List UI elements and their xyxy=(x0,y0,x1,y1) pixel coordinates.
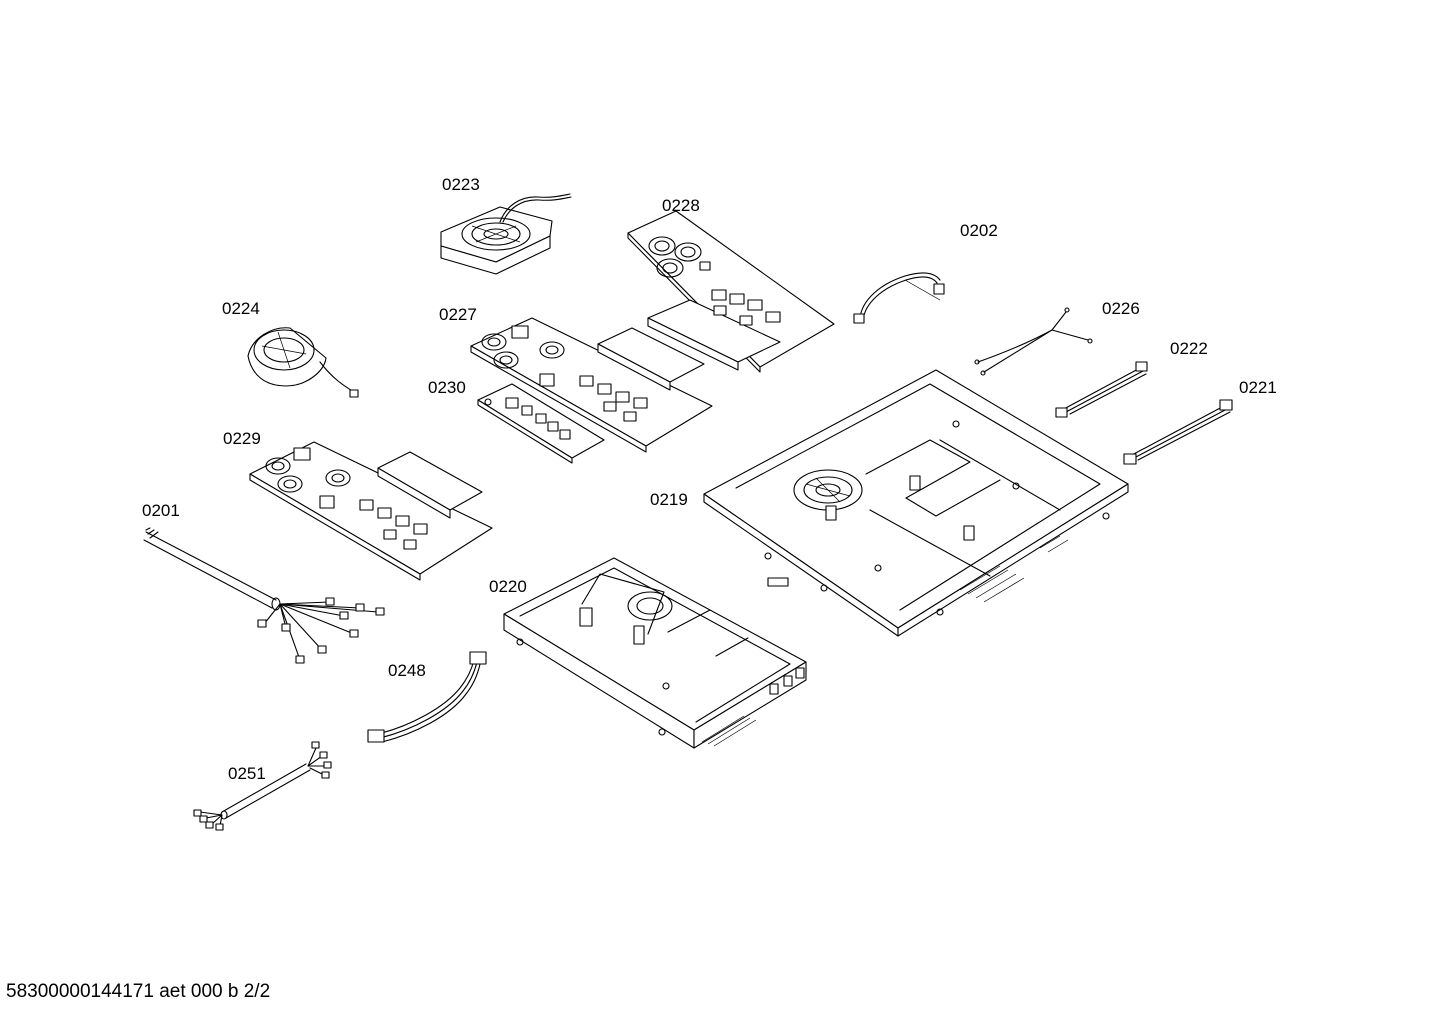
label-0202: 0202 xyxy=(960,221,998,240)
part-0229-board-drawing xyxy=(249,441,493,581)
label-0229: 0229 xyxy=(223,429,261,448)
label-0219: 0219 xyxy=(650,490,688,509)
document-footer-id: 58300000144171 aet 000 b 2/2 xyxy=(6,981,271,1002)
label-0251: 0251 xyxy=(228,764,266,783)
part-0226-sensor-drawing xyxy=(974,307,1093,376)
label-0220: 0220 xyxy=(489,577,527,596)
part-0201-cable-drawing xyxy=(143,527,385,664)
part-0202-wire-drawing xyxy=(853,272,945,324)
label-0221: 0221 xyxy=(1239,378,1277,397)
part-0251-cable-drawing xyxy=(193,741,332,831)
label-0223: 0223 xyxy=(442,175,480,194)
part-0219-housing-drawing xyxy=(703,369,1129,637)
label-0230: 0230 xyxy=(428,378,466,397)
label-0224: 0224 xyxy=(222,299,260,318)
part-0224-fan-drawing xyxy=(247,327,359,398)
part-0248-cable-drawing xyxy=(367,651,487,743)
part-0220-housing-drawing xyxy=(503,557,807,749)
part-0227-board-drawing xyxy=(470,317,713,453)
label-0228: 0228 xyxy=(662,196,700,215)
label-0248: 0248 xyxy=(388,661,426,680)
label-0226: 0226 xyxy=(1102,299,1140,318)
part-0221-cable-drawing xyxy=(1123,399,1233,465)
part-0223-fan-drawing xyxy=(440,193,572,275)
part-0228-board-drawing xyxy=(627,210,835,373)
label-0201: 0201 xyxy=(142,501,180,520)
label-0222: 0222 xyxy=(1170,339,1208,358)
part-0222-cable-drawing xyxy=(1055,361,1148,418)
label-0227: 0227 xyxy=(439,305,477,324)
part-0230-board-drawing xyxy=(477,383,605,464)
